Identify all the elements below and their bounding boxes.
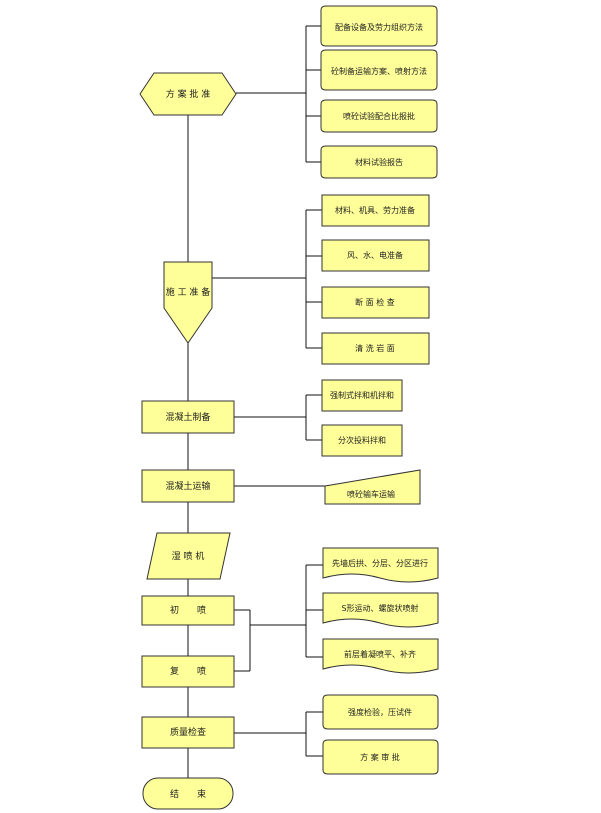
node-concrete-transport-label: 混凝土运输	[165, 480, 210, 492]
transport-side-item: 喷砼输车运输	[324, 469, 421, 505]
mixing-side-item-1-label: 强制式拌和机拌和	[330, 390, 394, 400]
transport-side-item-label: 喷砼输车运输	[347, 489, 395, 499]
node-concrete-mixing-label: 混凝土制备	[165, 411, 210, 423]
node-quality-check: 质量检查	[141, 716, 235, 749]
mixing-side-item-1: 强制式拌和机拌和	[321, 379, 403, 412]
prep-side-item-3-label: 断 面 检 查	[355, 297, 395, 307]
spray-side-item-2-label: S形运动、螺旋状喷射	[341, 603, 418, 613]
prep-side-item-4: 清 洗 岩 面	[321, 332, 430, 365]
spray-side-item-1-label: 先墙后拱、分层、分区进行	[332, 558, 428, 568]
node-concrete-mixing: 混凝土制备	[141, 400, 235, 434]
quality-side-item-2-label: 方 案 审 批	[360, 752, 400, 762]
plan-side-item-3: 喷砼试验配合比报批	[320, 99, 438, 133]
node-plan-approval: 方 案 批 准	[139, 72, 237, 116]
mixing-side-item-2-label: 分次投料拌和	[338, 435, 386, 445]
node-initial-spray-label: 初 喷	[170, 604, 206, 616]
node-construction-prep-label: 施 工 准 备	[166, 286, 211, 298]
prep-side-item-1-label: 材料、机具、劳力准备	[335, 205, 415, 215]
mixing-side-item-2: 分次投料拌和	[321, 424, 403, 457]
quality-side-item-1: 强度检验，压试件	[322, 694, 439, 730]
quality-side-item-1-label: 强度检验，压试件	[348, 707, 412, 717]
plan-side-item-2-label: 砼制备运输方案、喷射方法	[331, 66, 427, 76]
node-sprayer: 湿 喷 机	[146, 532, 231, 580]
spray-side-item-3-label: 前层着凝喷平、补齐	[344, 649, 416, 659]
plan-side-item-4-label: 材料试验报告	[355, 157, 403, 167]
node-re-spray: 复 喷	[141, 655, 235, 688]
plan-side-item-3-label: 喷砼试验配合比报批	[343, 111, 415, 121]
spray-side-item-1: 先墙后拱、分层、分区进行	[322, 547, 439, 583]
prep-side-item-3: 断 面 检 查	[321, 286, 430, 319]
spray-side-item-3: 前层着凝喷平、补齐	[322, 638, 439, 674]
node-plan-approval-label: 方 案 批 准	[166, 88, 211, 100]
node-concrete-transport: 混凝土运输	[141, 469, 235, 503]
spray-side-item-2: S形运动、螺旋状喷射	[322, 592, 439, 628]
node-initial-spray: 初 喷	[141, 595, 235, 626]
plan-side-item-4: 材料试验报告	[320, 145, 438, 179]
node-quality-check-label: 质量检查	[170, 726, 206, 738]
prep-side-item-2: 风、水、电准备	[321, 239, 430, 272]
quality-side-item-2: 方 案 审 批	[322, 739, 439, 775]
plan-side-item-2: 砼制备运输方案、喷射方法	[320, 49, 438, 91]
node-construction-prep: 施 工 准 备	[163, 261, 213, 344]
node-end: 结 束	[142, 777, 234, 810]
plan-side-item-1-label: 配备设备及劳力组织方法	[335, 22, 423, 32]
node-end-label: 结 束	[170, 788, 206, 800]
plan-side-item-1: 配备设备及劳力组织方法	[320, 5, 438, 47]
prep-side-item-2-label: 风、水、电准备	[347, 250, 403, 260]
node-sprayer-label: 湿 喷 机	[172, 550, 205, 562]
node-re-spray-label: 复 喷	[170, 665, 206, 677]
prep-side-item-1: 材料、机具、劳力准备	[321, 194, 430, 227]
prep-side-item-4-label: 清 洗 岩 面	[355, 343, 395, 353]
